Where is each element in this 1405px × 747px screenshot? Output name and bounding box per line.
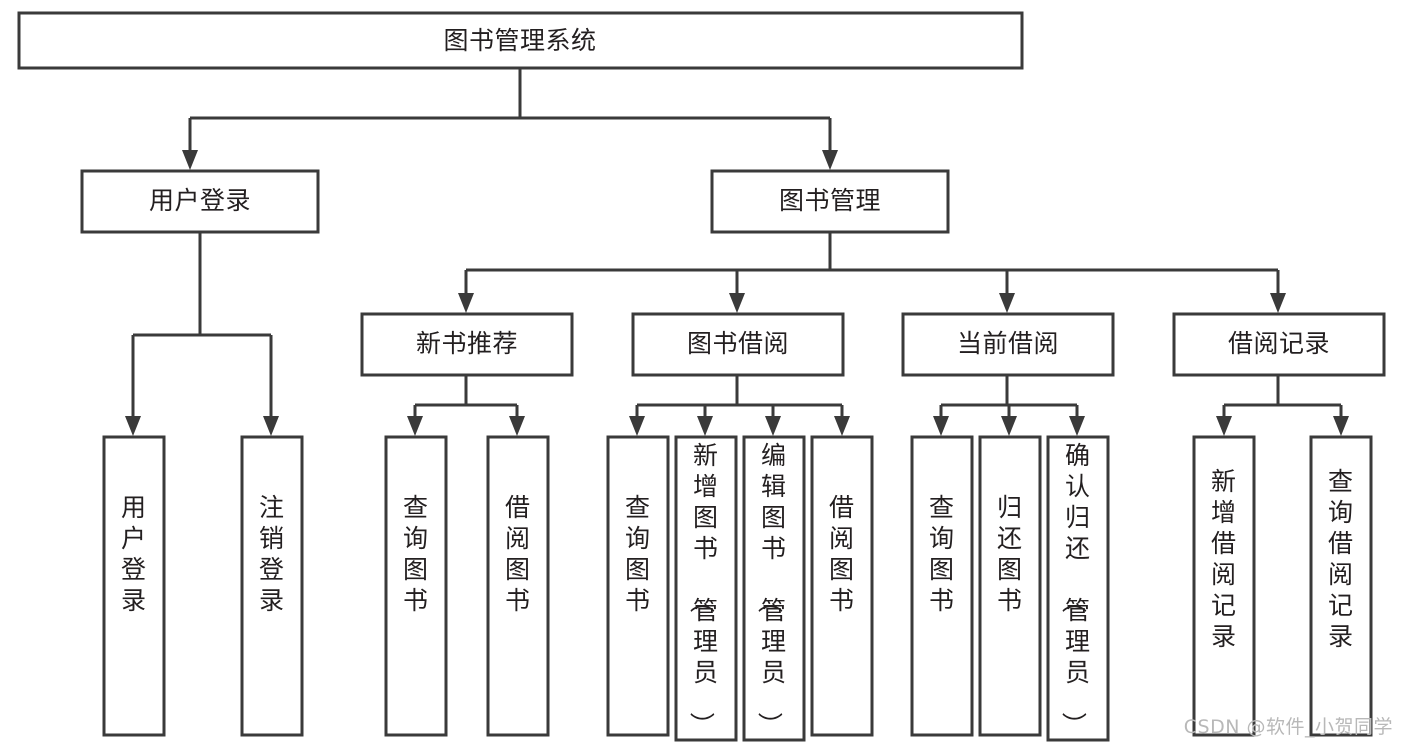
leaf-borrow-book-rec-label: 借阅图书 xyxy=(505,493,531,615)
arrow-current-borrow-leaf-2 xyxy=(1001,416,1017,436)
leaf-borrow-book-box[interactable] xyxy=(810,435,874,737)
current-borrow-box[interactable] xyxy=(901,312,1115,377)
node-book-borrow[interactable]: 图书借阅 xyxy=(631,312,845,377)
arrow-user-login-leaf-1 xyxy=(125,416,141,436)
leaf-add-borrow-record-box[interactable] xyxy=(1192,435,1256,737)
arrow-book-borrow-leaf-3 xyxy=(765,416,781,436)
arrow-book-borrow-leaf-2 xyxy=(697,416,713,436)
leaf-query-borrow-record-box[interactable] xyxy=(1309,435,1373,737)
leaf-query-book-rec-label: 查询图书 xyxy=(403,493,429,615)
node-leaf-query-book-current[interactable]: 查询图书 xyxy=(910,435,974,737)
leaf-add-borrow-record-label: 新增借阅记录 xyxy=(1211,467,1237,651)
node-book-manage[interactable]: 图书管理 xyxy=(710,169,950,234)
leaf-query-book-borrow-label: 查询图书 xyxy=(625,493,651,615)
leaf-borrow-book-label: 借阅图书 xyxy=(829,493,855,615)
book-manage-label: 图书管理 xyxy=(779,186,881,215)
node-root[interactable]: 图书管理系统 xyxy=(17,11,1024,70)
node-leaf-query-book-rec[interactable]: 查询图书 xyxy=(384,435,448,737)
leaf-confirm-return-admin-label: 确认归还（管理员） xyxy=(1059,441,1091,738)
leaf-return-book-box[interactable] xyxy=(978,435,1042,737)
arrow-current-borrow-leaf-3 xyxy=(1069,416,1085,436)
node-user-login[interactable]: 用户登录 xyxy=(80,169,320,234)
leaf-borrow-book-rec-box[interactable] xyxy=(486,435,550,737)
new-book-recommend-box[interactable] xyxy=(360,312,574,377)
node-leaf-confirm-return-admin[interactable]: 确认归还（管理员） xyxy=(1046,435,1110,742)
book-manage-box[interactable] xyxy=(710,169,950,234)
arrow-new-book-leaf-1 xyxy=(407,416,423,436)
leaf-user-login-label: 用户登录 xyxy=(121,493,147,615)
leaf-user-login-box[interactable] xyxy=(102,435,166,737)
node-leaf-return-book[interactable]: 归还图书 xyxy=(978,435,1042,737)
arrow-new-book-leaf-2 xyxy=(509,416,525,436)
borrow-record-box[interactable] xyxy=(1172,312,1386,377)
arrow-root-to-user-login xyxy=(182,150,198,170)
node-leaf-add-book-admin[interactable]: 新增图书（管理员） xyxy=(674,435,738,742)
arrow-borrow-record-leaf-2 xyxy=(1333,416,1349,436)
arrow-borrow-record-leaf-1 xyxy=(1216,416,1232,436)
book-borrow-box[interactable] xyxy=(631,312,845,377)
node-leaf-user-logout[interactable]: 注销登录 xyxy=(240,435,304,737)
node-leaf-query-book-borrow[interactable]: 查询图书 xyxy=(606,435,670,737)
arrow-book-manage-to-book-borrow xyxy=(729,293,745,313)
arrow-book-borrow-leaf-1 xyxy=(629,416,645,436)
arrow-root-to-book-manage xyxy=(822,150,838,170)
node-leaf-query-borrow-record[interactable]: 查询借阅记录 xyxy=(1309,435,1373,737)
node-new-book-recommend[interactable]: 新书推荐 xyxy=(360,312,574,377)
connector-layer xyxy=(125,68,1349,436)
leaf-user-logout-label: 注销登录 xyxy=(259,493,285,615)
node-leaf-add-borrow-record[interactable]: 新增借阅记录 xyxy=(1192,435,1256,737)
node-current-borrow[interactable]: 当前借阅 xyxy=(901,312,1115,377)
arrow-current-borrow-leaf-1 xyxy=(933,416,949,436)
leaf-confirm-return-admin-box[interactable] xyxy=(1046,435,1110,742)
node-borrow-record[interactable]: 借阅记录 xyxy=(1172,312,1386,377)
user-login-label: 用户登录 xyxy=(149,186,251,215)
node-leaf-edit-book-admin[interactable]: 编辑图书（管理员） xyxy=(742,435,806,742)
leaf-user-logout-box[interactable] xyxy=(240,435,304,737)
leaf-query-book-current-label: 查询图书 xyxy=(929,493,955,615)
leaf-query-borrow-record-label: 查询借阅记录 xyxy=(1328,467,1354,651)
root-box[interactable] xyxy=(17,11,1024,70)
node-leaf-borrow-book-rec[interactable]: 借阅图书 xyxy=(486,435,550,737)
node-leaf-user-login[interactable]: 用户登录 xyxy=(102,435,166,737)
node-leaf-borrow-book[interactable]: 借阅图书 xyxy=(810,435,874,737)
leaf-add-book-admin-label: 新增图书（管理员） xyxy=(687,441,719,738)
leaf-return-book-label: 归还图书 xyxy=(997,493,1023,615)
arrow-book-manage-to-new-book xyxy=(458,293,474,313)
csdn-watermark: CSDN @软件_小贺同学 xyxy=(1183,716,1393,738)
leaf-query-book-borrow-box[interactable] xyxy=(606,435,670,737)
book-borrow-label: 图书借阅 xyxy=(687,329,789,358)
arrow-user-login-leaf-2 xyxy=(263,416,279,436)
leaf-add-book-admin-box[interactable] xyxy=(674,435,738,742)
new-book-recommend-label: 新书推荐 xyxy=(416,329,518,358)
arrow-book-manage-to-borrow-record xyxy=(1270,293,1286,313)
arrow-book-borrow-leaf-4 xyxy=(834,416,850,436)
leaf-edit-book-admin-label: 编辑图书（管理员） xyxy=(755,441,787,738)
borrow-record-label: 借阅记录 xyxy=(1228,329,1330,358)
leaf-edit-book-admin-box[interactable] xyxy=(742,435,806,742)
current-borrow-label: 当前借阅 xyxy=(957,329,1059,358)
leaf-query-book-current-box[interactable] xyxy=(910,435,974,737)
root-label: 图书管理系统 xyxy=(443,26,596,55)
leaf-query-book-rec-box[interactable] xyxy=(384,435,448,737)
arrow-book-manage-to-current-borrow xyxy=(999,293,1015,313)
user-login-box[interactable] xyxy=(80,169,320,234)
